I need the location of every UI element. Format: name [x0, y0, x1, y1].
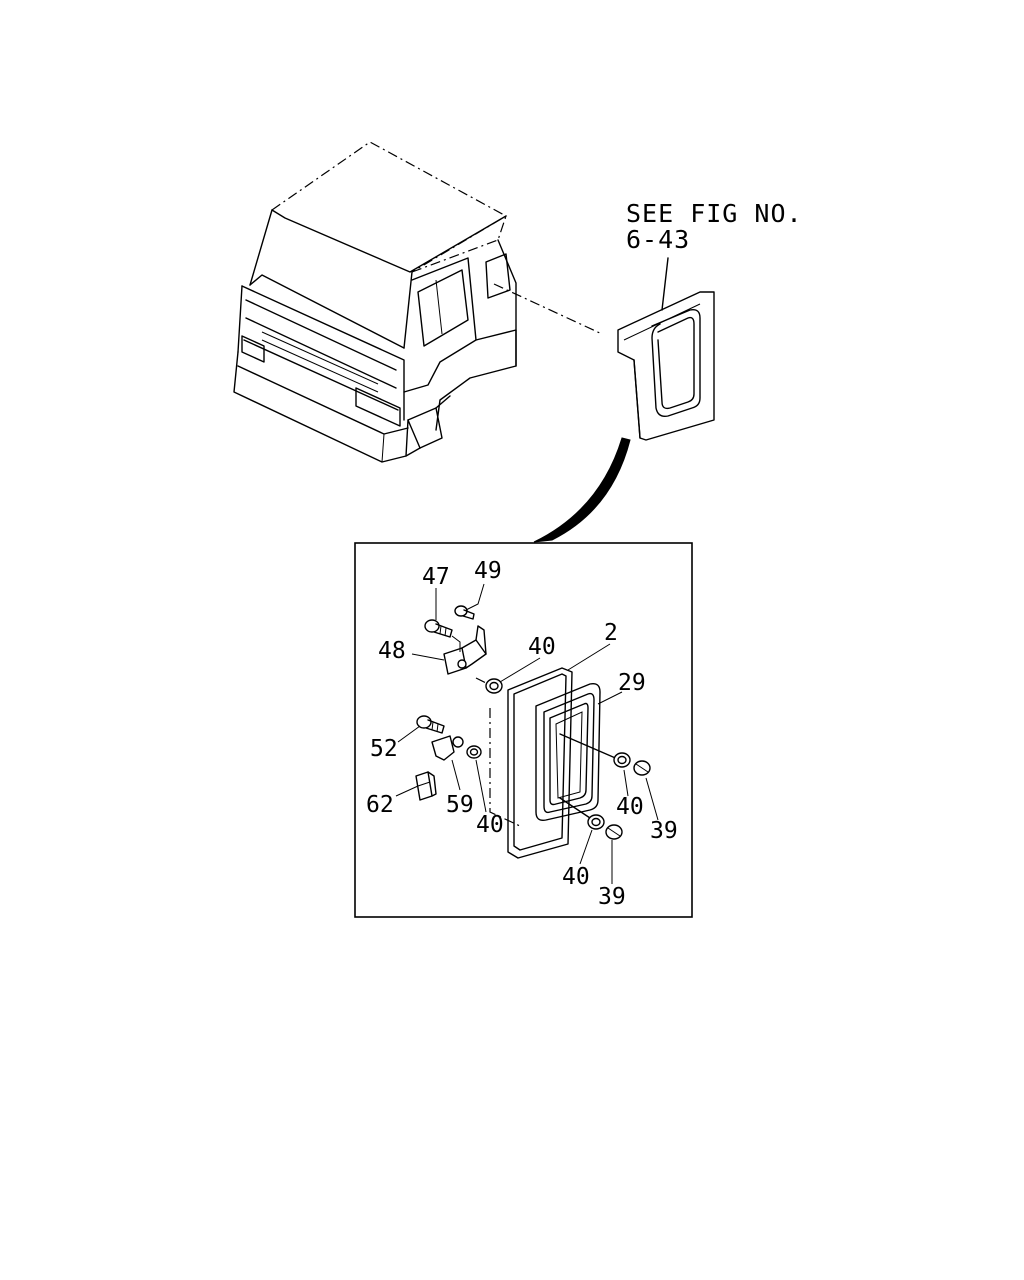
- cap-39-right: [633, 760, 651, 776]
- cap-62: [415, 771, 437, 801]
- hinge-bracket-48: [443, 625, 487, 675]
- nut-40-left: [466, 745, 482, 759]
- truck-cab-illustration: [233, 141, 517, 463]
- callout-48: 48: [378, 638, 406, 664]
- nut-40-right: [613, 752, 631, 768]
- callout-39-right: 39: [650, 818, 678, 844]
- bolt-47: [424, 619, 453, 638]
- leader-line-cab-to-panel: [493, 283, 603, 335]
- cap-39-bottom: [605, 824, 623, 840]
- nut-40-bottom: [587, 814, 605, 830]
- detail-parts: [395, 583, 659, 884]
- callout-47: 47: [422, 564, 450, 590]
- mounting-outline: [489, 708, 521, 827]
- side-panel-illustration: [617, 291, 715, 441]
- nut-40-top: [485, 678, 503, 694]
- window-frame-29: [535, 682, 601, 822]
- callout-40-right: 40: [616, 794, 644, 820]
- clip-59: [431, 735, 464, 761]
- bolt-52: [416, 715, 445, 734]
- callout-59: 59: [446, 792, 474, 818]
- callout-40-bottom: 40: [562, 864, 590, 890]
- reference-leader-line: [661, 257, 669, 311]
- gasket-2: [507, 667, 573, 859]
- callout-40-left: 40: [476, 812, 504, 838]
- callout-49: 49: [474, 558, 502, 584]
- detail-box-frame: [354, 542, 693, 918]
- callout-62: 62: [366, 792, 394, 818]
- callout-39-bottom: 39: [598, 884, 626, 910]
- see-fig-reference-line-1: SEE FIG NO.: [626, 199, 803, 228]
- callout-40-top: 40: [528, 634, 556, 660]
- callout-52: 52: [370, 736, 398, 762]
- screw-49: [454, 605, 475, 620]
- see-fig-reference-line-2: 6-43: [626, 225, 690, 254]
- callout-labels: 47 49 48 40 2 29 52 62 59 40 40 39 40 39: [366, 558, 678, 910]
- detail-arrow-curve: [533, 437, 631, 543]
- callout-29: 29: [618, 670, 646, 696]
- callout-2: 2: [604, 620, 618, 646]
